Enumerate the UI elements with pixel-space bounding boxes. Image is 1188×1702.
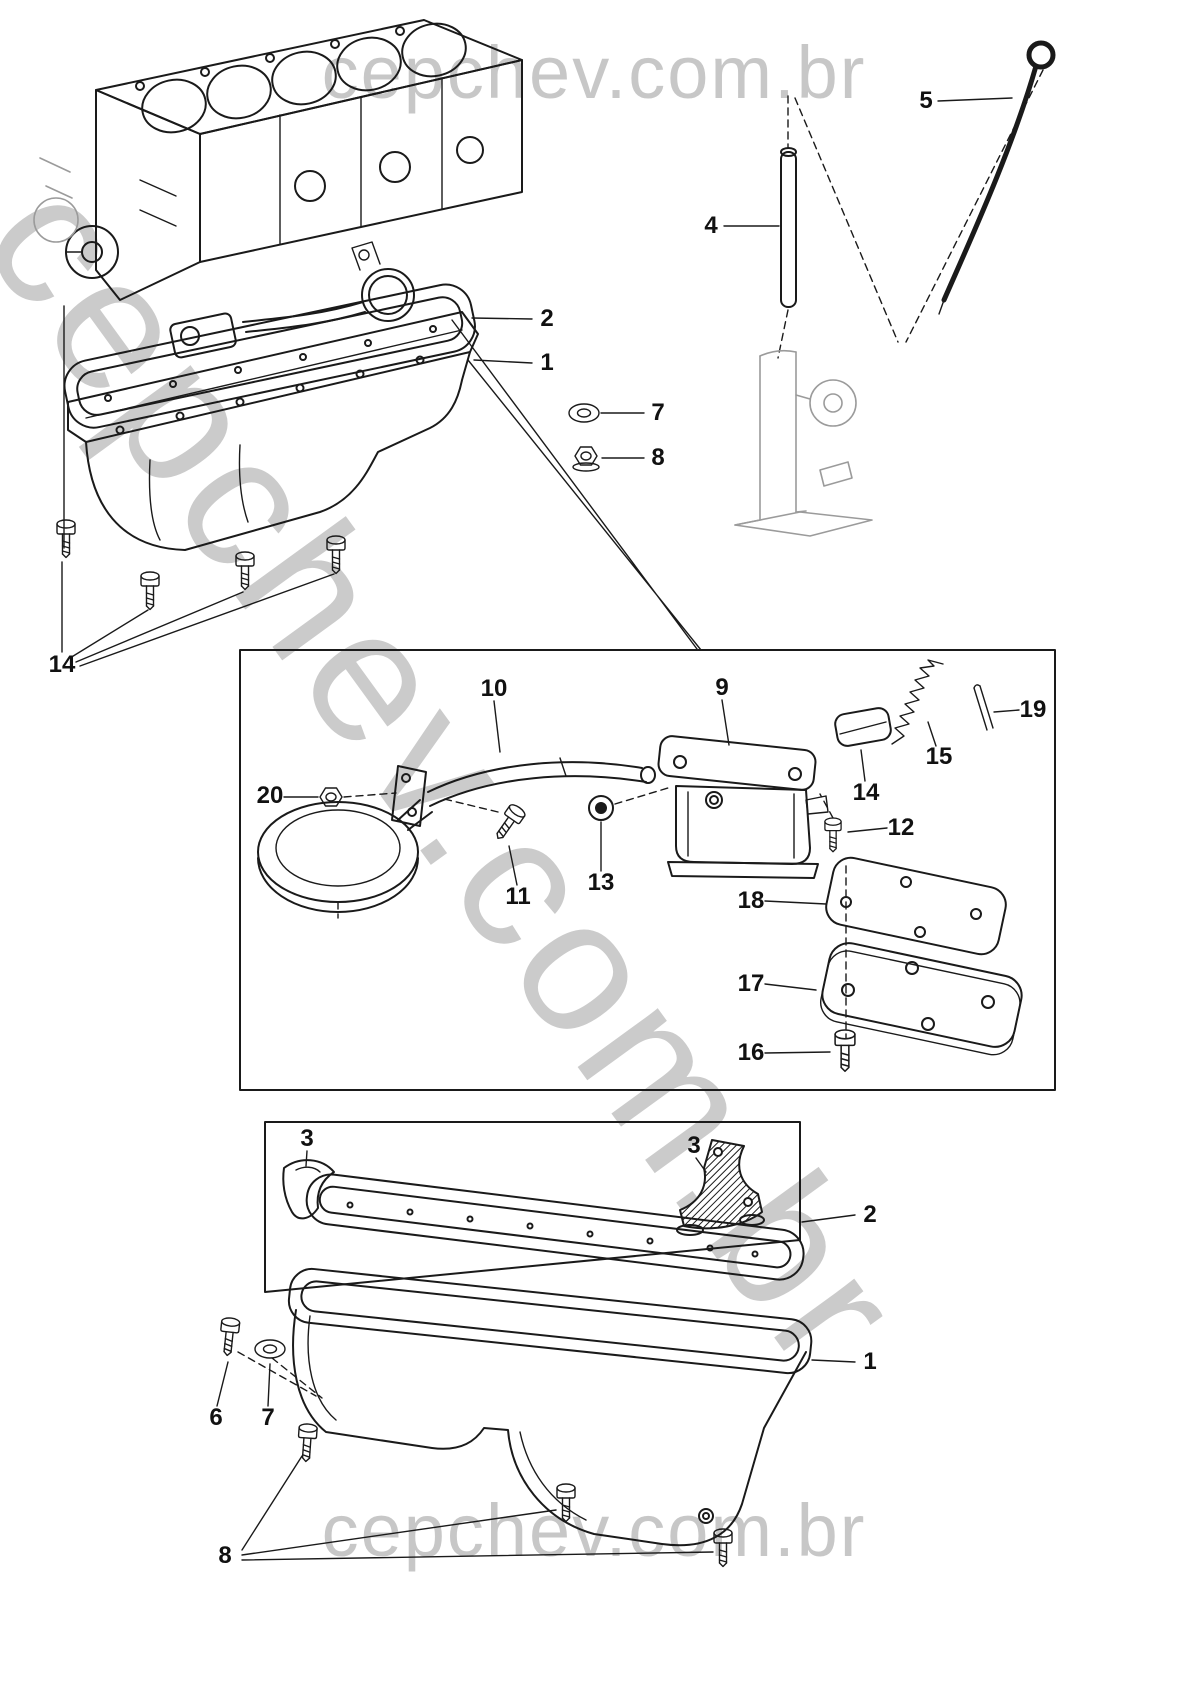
pickup-bolt [439, 797, 528, 845]
callout-pan-bolts-lower: 8 [218, 1542, 232, 1569]
callout-dipstick: 5 [919, 87, 933, 114]
relief-spring [891, 659, 944, 745]
tube-seal [588, 787, 669, 821]
upper-pan-bolts [56, 519, 346, 611]
oil-strainer-screen [257, 799, 433, 919]
lower-pan-fasteners [217, 1316, 733, 1568]
cover-plate-gasket [825, 856, 1007, 956]
callout-tube-seal: 13 [587, 869, 615, 896]
oil-pump-assembly [657, 735, 829, 879]
callout-plate-bolt: 16 [737, 1039, 765, 1066]
upper-oil-pan [67, 311, 479, 551]
pan-brace-left [282, 1159, 335, 1220]
callout-pickup-bolt: 11 [505, 883, 531, 910]
detail-box-frame [239, 649, 1056, 1091]
plate-bolt [834, 1029, 856, 1073]
pressure-relief-plunger [834, 707, 892, 747]
pan-brace-right [676, 1139, 765, 1236]
washer-upper [568, 403, 600, 423]
upper-oil-pan-gasket [63, 283, 476, 429]
callout-pickup-tube: 10 [480, 675, 508, 702]
dipstick [794, 40, 1056, 343]
leader-lines [61, 97, 1020, 1561]
callout-washer-lower: 7 [261, 1404, 275, 1431]
nut-upper [572, 446, 600, 472]
callout-oil-pump: 9 [715, 674, 729, 701]
callout-gasket-upper: 2 [540, 305, 554, 332]
cotter-pin [973, 684, 994, 731]
engine-mount-bracket [734, 349, 873, 537]
callout-washer-upper: 7 [651, 399, 665, 426]
callout-pan-lower: 1 [863, 1348, 877, 1375]
callout-cotter-pin: 19 [1019, 696, 1047, 723]
callout-bolt-lower: 6 [209, 1404, 223, 1431]
watermark-top: cepchev.com.br [321, 31, 867, 114]
callout-cover-plate: 17 [737, 970, 765, 997]
lower-oil-pan [287, 1267, 813, 1547]
oil-pickup-tube [391, 757, 656, 827]
cover-plate [820, 942, 1023, 1056]
dipstick-tube [777, 95, 797, 359]
callout-nut-upper: 8 [651, 444, 665, 471]
oil-pump-top-view [169, 241, 415, 359]
callout-plate-gasket: 18 [737, 887, 765, 914]
callout-flange-nut: 20 [256, 782, 284, 809]
flange-nut [319, 787, 397, 807]
callout-gasket-lower: 2 [863, 1201, 877, 1228]
callout-brace-right: 3 [687, 1132, 701, 1159]
detail-pointer-lines [451, 319, 702, 651]
callout-pan-upper: 1 [540, 349, 554, 376]
lower-oil-pan-gasket [305, 1173, 805, 1281]
callout-plunger: 14 [852, 779, 880, 806]
callout-pump-bolt: 12 [887, 814, 915, 841]
callout-spring: 15 [925, 743, 953, 770]
pump-bolt [819, 793, 842, 853]
callout-brace-left: 3 [300, 1125, 314, 1152]
callout-dipstick-tube: 4 [704, 212, 718, 239]
engine-block-illustration [33, 19, 523, 301]
callout-pan-bolts-upper: 14 [48, 651, 76, 678]
